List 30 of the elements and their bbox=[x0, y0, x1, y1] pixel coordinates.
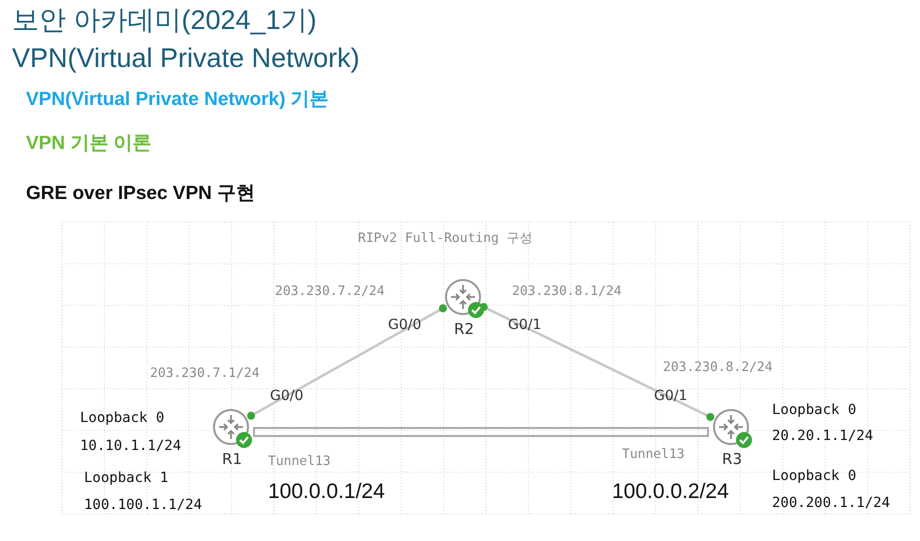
tunnel-address: 100.0.0.2/24 bbox=[612, 480, 729, 504]
ip-address: 203.230.7.1/24 bbox=[150, 367, 260, 382]
ip-address: 10.10.1.1/24 bbox=[80, 439, 182, 454]
interface-name: Tunnel13 bbox=[268, 455, 331, 470]
port-label: G0/1 bbox=[508, 318, 542, 334]
port-label: G0/0 bbox=[388, 318, 422, 334]
router-label: R2 bbox=[453, 321, 475, 338]
port-label: G0/0 bbox=[270, 389, 304, 404]
tunnel-address: 100.0.0.1/24 bbox=[268, 480, 385, 504]
section-heading: VPN(Virtual Private Network) 기본 bbox=[26, 90, 329, 111]
ip-address: 200.200.1.1/24 bbox=[772, 496, 890, 512]
router-label: R3 bbox=[721, 451, 743, 468]
interface-name: Loopback 0 bbox=[80, 411, 164, 426]
ip-address: 203.230.8.2/24 bbox=[663, 361, 773, 376]
section-heading: VPN 기본 이론 bbox=[26, 134, 152, 155]
section-heading: GRE over IPsec VPN 구현 bbox=[26, 184, 256, 205]
interface-name: Loopback 1 bbox=[84, 471, 168, 486]
ip-address: 100.100.1.1/24 bbox=[84, 498, 202, 514]
subtitle: VPN(Virtual Private Network) bbox=[12, 44, 360, 74]
diagram-caption: RIPv2 Full-Routing 구성 bbox=[358, 232, 533, 246]
ip-address: 20.20.1.1/24 bbox=[772, 429, 874, 444]
title: 보안 아카데미(2024_1기) bbox=[12, 6, 317, 36]
router-label: R1 bbox=[221, 451, 243, 468]
interface-name: Loopback 0 bbox=[772, 403, 856, 418]
ip-address: 203.230.7.2/24 bbox=[275, 285, 385, 300]
interface-name: Loopback 0 bbox=[772, 469, 856, 484]
port-label: G0/1 bbox=[654, 389, 688, 404]
interface-name: Tunnel13 bbox=[622, 448, 685, 462]
tunnel-link bbox=[253, 427, 709, 437]
ip-address: 203.230.8.1/24 bbox=[512, 285, 622, 300]
